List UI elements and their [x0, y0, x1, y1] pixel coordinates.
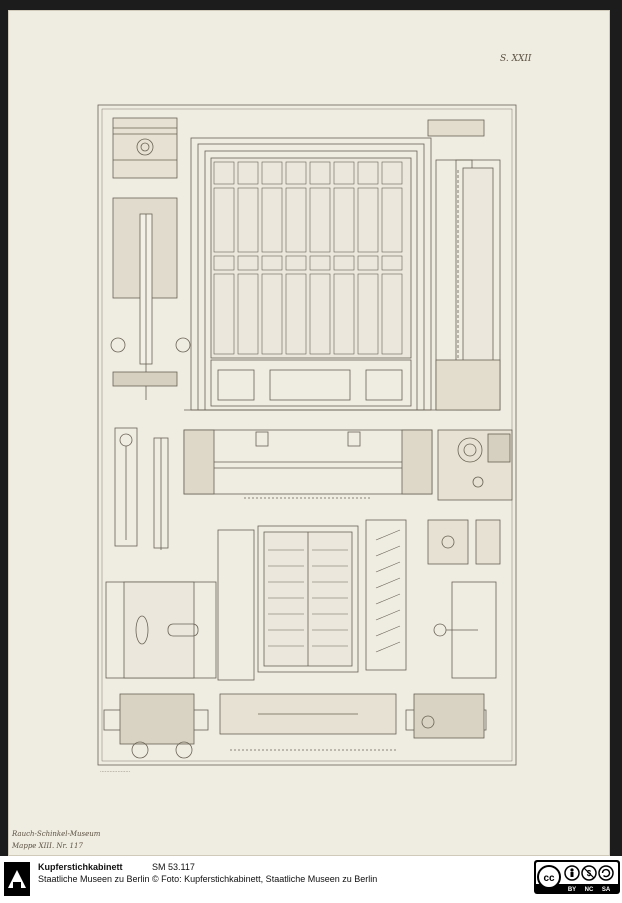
- window-section: [427, 119, 501, 411]
- cornice-detail: [112, 117, 178, 179]
- signature-line: ...................: [100, 768, 131, 774]
- institution-name: Kupferstichkabinett: [38, 862, 123, 872]
- institution-subtitle: Staatliche Museen zu Berlin: [38, 874, 150, 884]
- museum-logo-icon: [4, 862, 30, 896]
- hinge-details: [427, 519, 501, 679]
- panel-detail: [105, 529, 255, 681]
- inventory-stamp: Mappe XIII. Nr. 117: [12, 842, 83, 850]
- corner-mark: S. XXII: [500, 54, 532, 64]
- slat-section: [365, 519, 407, 671]
- license-badge[interactable]: cc $ BY NC SA: [534, 860, 620, 894]
- shutter-elevation: [257, 525, 359, 673]
- corner-detail: [437, 429, 513, 501]
- license-nc: NC: [585, 887, 594, 893]
- window-plan: [183, 429, 433, 499]
- svg-text:cc: cc: [543, 873, 555, 884]
- license-sa: SA: [602, 887, 611, 893]
- frame-plan-bottom: [219, 693, 397, 751]
- espagnolette-detail: [114, 427, 169, 550]
- museum-stamp: Rauch-Schinkel-Museum: [12, 830, 101, 838]
- plate-border: [97, 104, 517, 766]
- window-elevation: [184, 137, 438, 411]
- sa-icon: [598, 865, 614, 881]
- license-by: BY: [568, 887, 576, 893]
- credit-footer: Kupferstichkabinett Staatliche Museen zu…: [0, 856, 622, 903]
- lock-plan-left: [103, 693, 209, 759]
- cc-icon: [537, 865, 561, 889]
- photo-credit: © Foto: Kupferstichkabinett, Staatliche …: [152, 874, 378, 884]
- drawing-sheet: S. XXII Rauch-Schinkel-Museum Mappe XIII…: [8, 10, 610, 856]
- bolt-detail: [110, 197, 191, 400]
- inventory-number: SM 53.117: [152, 862, 195, 872]
- architectural-drawing: [97, 104, 517, 766]
- lock-plan-right: [405, 693, 487, 739]
